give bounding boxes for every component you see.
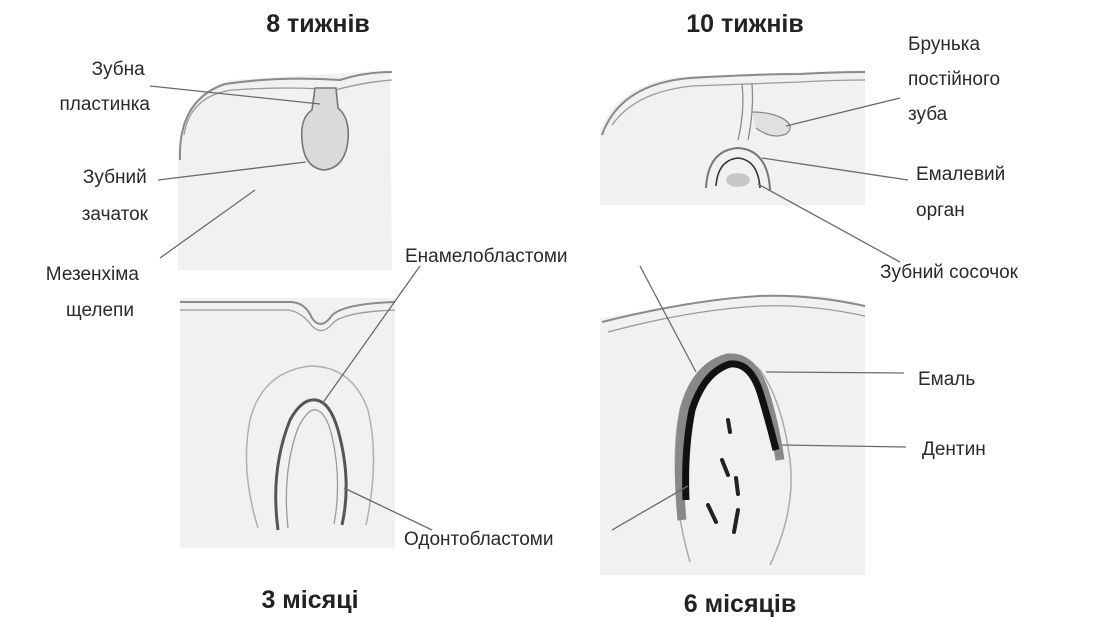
label-permanent-tooth-bud: Брунька постійного зуба [908,34,1005,125]
panel-8-weeks: 8 тижнів [178,10,392,270]
label-jaw-mesenchyme: Мезенхіма щелепи [46,264,144,321]
label-ameloblasts: Енамелобластоми [405,246,568,267]
panel-3-months: 3 місяці [180,298,395,614]
title-6-months: 6 місяців [684,590,796,618]
label-dental-lamina: Зубна пластинка [59,59,150,115]
week10-dental-papilla [726,173,750,187]
label-tooth-germ: Зубний зачаток [82,167,152,225]
title-10-weeks: 10 тижнів [686,10,804,38]
label-dentin: Дентин [922,439,986,460]
label-enamel-organ: Емалевий орган [916,164,1011,221]
label-odontoblasts: Одонтобластоми [404,529,553,550]
panel-10-weeks: 10 тижнів [600,10,865,205]
title-8-weeks: 8 тижнів [266,10,370,38]
panel-6-months: 6 місяців [600,295,865,618]
label-enamel: Емаль [918,369,975,390]
label-dental-papilla: Зубний сосочок [880,262,1019,283]
title-3-months: 3 місяці [261,586,358,614]
